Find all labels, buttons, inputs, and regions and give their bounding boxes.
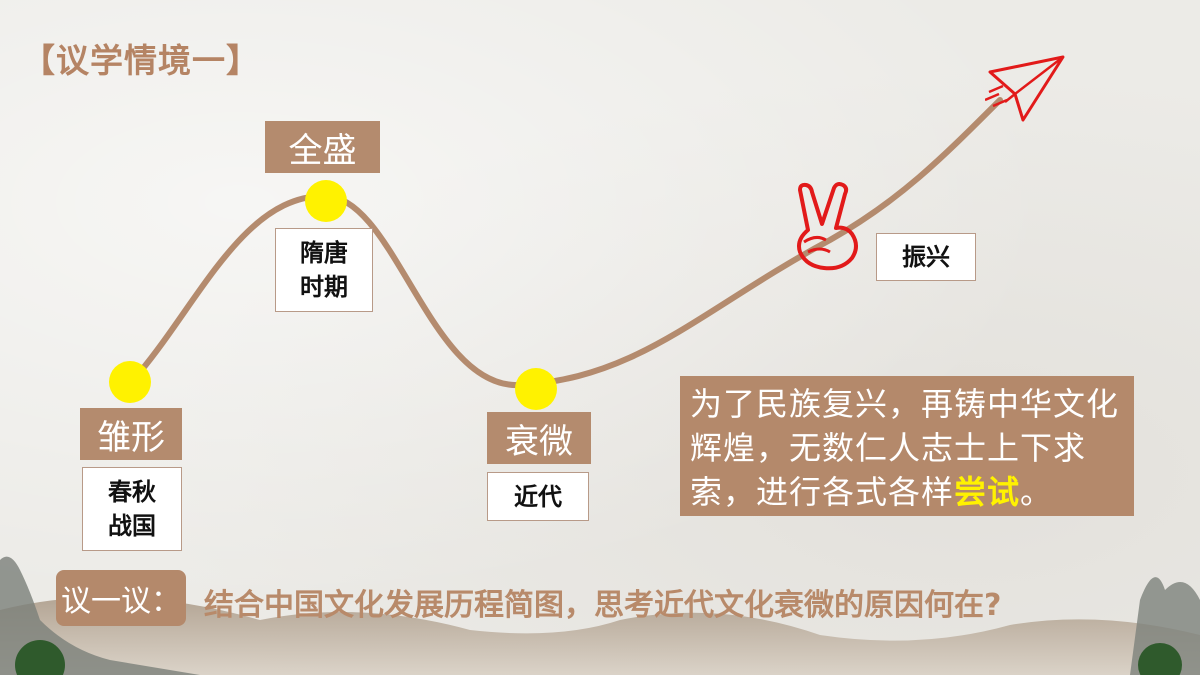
stage-dot-decline: [515, 368, 557, 410]
stage-dot-emergence: [109, 361, 151, 403]
info-box: 为了民族复兴，再铸中华文化辉煌，无数仁人志士上下求索，进行各式各样尝试。: [680, 376, 1134, 516]
stage-label-peak: 全盛: [265, 121, 380, 173]
paper-plane-icon: [985, 55, 1065, 122]
mountain-decoration: [0, 556, 1200, 675]
info-highlight: 尝试: [954, 473, 1021, 511]
era-box-modern: 近代: [487, 472, 589, 521]
era-box-revival: 振兴: [876, 233, 976, 281]
stage-label-emergence: 雏形: [80, 408, 182, 460]
era-box-spring-autumn: 春秋 战国: [82, 467, 182, 551]
info-text: 为了民族复兴，再铸中华文化辉煌，无数仁人志士上下求索，进行各式各样: [690, 385, 1120, 511]
victory-hand-icon: [797, 182, 858, 271]
era-line: 春秋: [108, 478, 156, 506]
era-line: 隋唐: [300, 239, 348, 267]
era-line: 时期: [300, 273, 348, 301]
stage-label-decline: 衰微: [487, 412, 591, 464]
info-end: 。: [1020, 473, 1054, 511]
slide-title: 【议学情境一】: [22, 41, 260, 80]
question-text: 结合中国文化发展历程简图，思考近代文化衰微的原因何在?: [204, 588, 1002, 623]
question-label: 议一议：: [56, 570, 186, 626]
era-line: 战国: [108, 512, 156, 540]
era-box-sui-tang: 隋唐 时期: [275, 228, 373, 312]
stage-dot-peak: [305, 180, 347, 222]
era-line: 近代: [514, 482, 562, 511]
era-line: 振兴: [902, 243, 950, 271]
